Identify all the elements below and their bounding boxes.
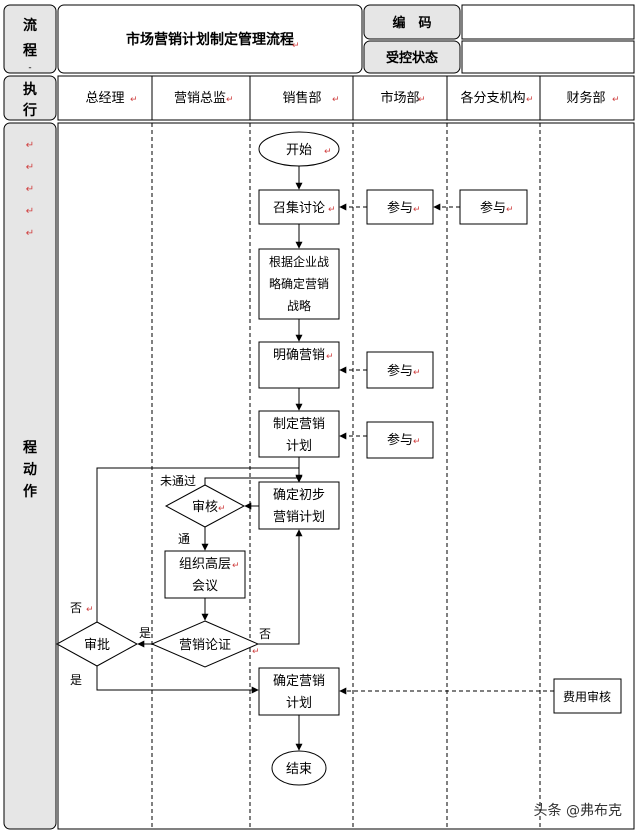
lane-header-row — [57, 75, 635, 121]
branch-participate-label: 参与 — [480, 200, 506, 216]
edge-label-no-2: 否 — [70, 601, 82, 615]
execute-label-1: 执 — [23, 81, 37, 98]
svg-text:↵: ↵ — [612, 95, 620, 105]
svg-text:↵: ↵ — [232, 561, 240, 571]
svg-text:↵: ↵ — [26, 184, 34, 195]
make-plan-label-line1: 制定营销 — [273, 417, 325, 432]
edge-label-yes-2: 是 — [70, 673, 82, 687]
svg-text:↵: ↵ — [26, 140, 34, 151]
watermark: 头条 @弗布克 — [534, 802, 622, 819]
program-label-2: 动 — [23, 461, 37, 478]
edge-label-yes-1: 是 — [139, 626, 151, 640]
svg-text:↵: ↵ — [324, 147, 332, 157]
market-participate-2-label: 参与 — [387, 363, 413, 379]
svg-text:↵: ↵ — [332, 95, 340, 105]
svg-text:↵: ↵ — [86, 605, 94, 615]
control-status-label-cell — [363, 40, 461, 74]
approval-label: 审批 — [84, 638, 110, 653]
cost-review-box — [553, 678, 622, 714]
code-value-cell — [461, 4, 635, 40]
lane-header-finance: 财务部 — [566, 90, 605, 106]
svg-text:↵: ↵ — [526, 95, 534, 105]
execute-label-cell — [3, 75, 57, 121]
lane-header-branches: 各分支机构 — [460, 90, 525, 106]
svg-text:↵: ↵ — [413, 437, 421, 447]
svg-text:↵: ↵ — [218, 504, 226, 514]
control-status-label: 受控状态 — [386, 50, 438, 66]
cost-review-label: 费用审核 — [563, 689, 611, 704]
svg-text:↵: ↵ — [326, 352, 334, 362]
end-node — [271, 750, 327, 786]
svg-text:↵: ↵ — [26, 206, 34, 217]
market-participate-1-label: 参与 — [387, 200, 413, 216]
make-plan-label-line2: 计划 — [286, 439, 312, 454]
convene-discussion-label: 召集讨论 — [273, 200, 325, 216]
strategy-label-line1: 根据企业战 — [269, 254, 329, 269]
svg-text:↵: ↵ — [506, 205, 514, 215]
swimlane-body — [57, 122, 635, 830]
clarify-marketing-label: 明确营销 — [273, 348, 325, 363]
initial-plan-box — [258, 481, 340, 530]
header-label-flow: 流 — [23, 17, 37, 34]
market-participate-2-box — [366, 351, 434, 389]
header-left-cell-1 — [3, 4, 57, 74]
end-label: 结束 — [286, 762, 312, 777]
market-participate-1-box — [366, 189, 434, 225]
meeting-box — [164, 550, 246, 599]
svg-text:↵: ↵ — [226, 95, 234, 105]
initial-plan-label-line2: 营销计划 — [273, 510, 325, 525]
svg-text:↵: ↵ — [328, 205, 336, 215]
final-plan-label-line1: 确定营销 — [273, 674, 325, 689]
svg-text:↵: ↵ — [26, 228, 34, 239]
program-label-1: 程 — [23, 440, 37, 456]
strategy-label-line2: 略确定营销 — [269, 276, 329, 291]
code-label: 编 码 — [392, 15, 431, 31]
market-participate-3-box — [366, 421, 434, 459]
edge-label-passed: 通 — [178, 532, 190, 546]
title-cell — [57, 4, 363, 74]
svg-text:↵: ↵ — [130, 95, 138, 105]
review-label: 审核 — [192, 500, 218, 515]
demonstration-label: 营销论证 — [179, 638, 231, 653]
meeting-label-line2: 会议 — [192, 579, 218, 594]
final-plan-box — [258, 667, 340, 716]
edge-label-no-1: 否 — [259, 627, 271, 641]
make-plan-box — [258, 410, 340, 458]
strategy-label-line3: 战略 — [287, 298, 311, 313]
code-label-cell — [363, 4, 461, 40]
svg-text:↵: ↵ — [292, 41, 300, 51]
clarify-marketing-box — [258, 341, 340, 389]
svg-text:↵: ↵ — [413, 368, 421, 378]
control-status-value-cell — [461, 40, 635, 74]
svg-text:↵: ↵ — [418, 95, 426, 105]
lane-header-market: 市场部 — [380, 90, 419, 106]
header-label-process: 程 — [23, 43, 37, 59]
svg-text:↵: ↵ — [26, 162, 34, 173]
header-label-process-mark: - — [28, 63, 31, 73]
svg-text:↵: ↵ — [413, 205, 421, 215]
program-label-3: 作 — [23, 483, 37, 500]
lane-header-gm: 总经理 — [85, 91, 124, 106]
market-participate-3-label: 参与 — [387, 432, 413, 448]
page-title: 市场营销计划制定管理流程 — [126, 31, 294, 48]
strategy-box — [258, 248, 340, 320]
demonstration-decision — [150, 620, 260, 668]
initial-plan-label-line1: 确定初步 — [273, 488, 325, 503]
lane-header-sales: 销售部 — [282, 90, 321, 106]
start-label: 开始 — [286, 143, 312, 158]
connectors — [96, 166, 554, 751]
program-label-cell — [3, 122, 57, 830]
final-plan-label-line2: 计划 — [286, 696, 312, 711]
lane-header-marketing-director: 营销总监 — [174, 91, 226, 106]
edge-label-not-passed: 未通过 — [160, 474, 196, 488]
execute-label-2: 行 — [22, 102, 37, 119]
svg-text:↵: ↵ — [252, 647, 260, 657]
meeting-label-line1: 组织高层 — [179, 556, 231, 572]
